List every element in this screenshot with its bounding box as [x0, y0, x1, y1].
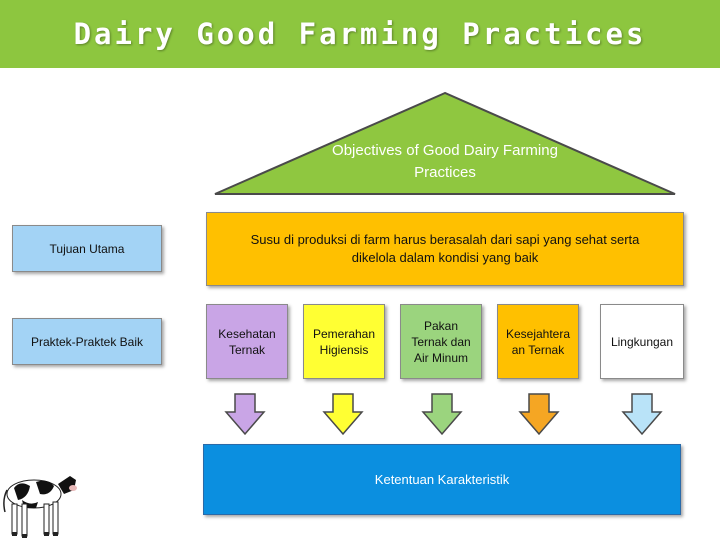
- main-goal-box: Susu di produksi di farm harus berasalah…: [206, 212, 684, 286]
- base-box: Ketentuan Karakteristik: [203, 444, 681, 515]
- practices-label-box: Praktek-Praktek Baik: [12, 318, 162, 365]
- pillar-hygienic-milking: Pemerahan Higiensis: [303, 304, 385, 379]
- down-arrow-icon: [224, 393, 266, 436]
- pillar-label: Kesehatan Ternak: [218, 326, 276, 357]
- pillar-label: Pakan Ternak dan Air Minum: [411, 318, 471, 365]
- goal-label: Tujuan Utama: [49, 241, 125, 256]
- pillar-environment: Lingkungan: [600, 304, 684, 379]
- down-arrow-icon: [518, 393, 560, 436]
- pillar-label: Kesejahtera an Ternak: [505, 326, 571, 357]
- pillar-animal-health: Kesehatan Ternak: [206, 304, 288, 379]
- pillar-feed-water: Pakan Ternak dan Air Minum: [400, 304, 482, 379]
- roof-triangle: [214, 91, 676, 195]
- title-bar: Dairy Good Farming Practices: [0, 0, 720, 68]
- pillar-label: Lingkungan: [610, 334, 674, 349]
- goal-label-box: Tujuan Utama: [12, 225, 162, 272]
- practices-label: Praktek-Praktek Baik: [30, 334, 144, 349]
- down-arrow-icon: [621, 393, 663, 436]
- base-label: Ketentuan Karakteristik: [374, 471, 510, 487]
- pillar-label: Pemerahan Higiensis: [312, 326, 376, 357]
- pillar-animal-welfare: Kesejahtera an Ternak: [497, 304, 579, 379]
- roof-label: Objectives of Good Dairy Farming Practic…: [332, 142, 558, 181]
- cow-image: [3, 476, 77, 538]
- down-arrow-icon: [421, 393, 463, 436]
- down-arrow-icon: [322, 393, 364, 436]
- main-goal-text: Susu di produksi di farm harus berasalah…: [250, 232, 640, 265]
- page-title: Dairy Good Farming Practices: [73, 17, 647, 51]
